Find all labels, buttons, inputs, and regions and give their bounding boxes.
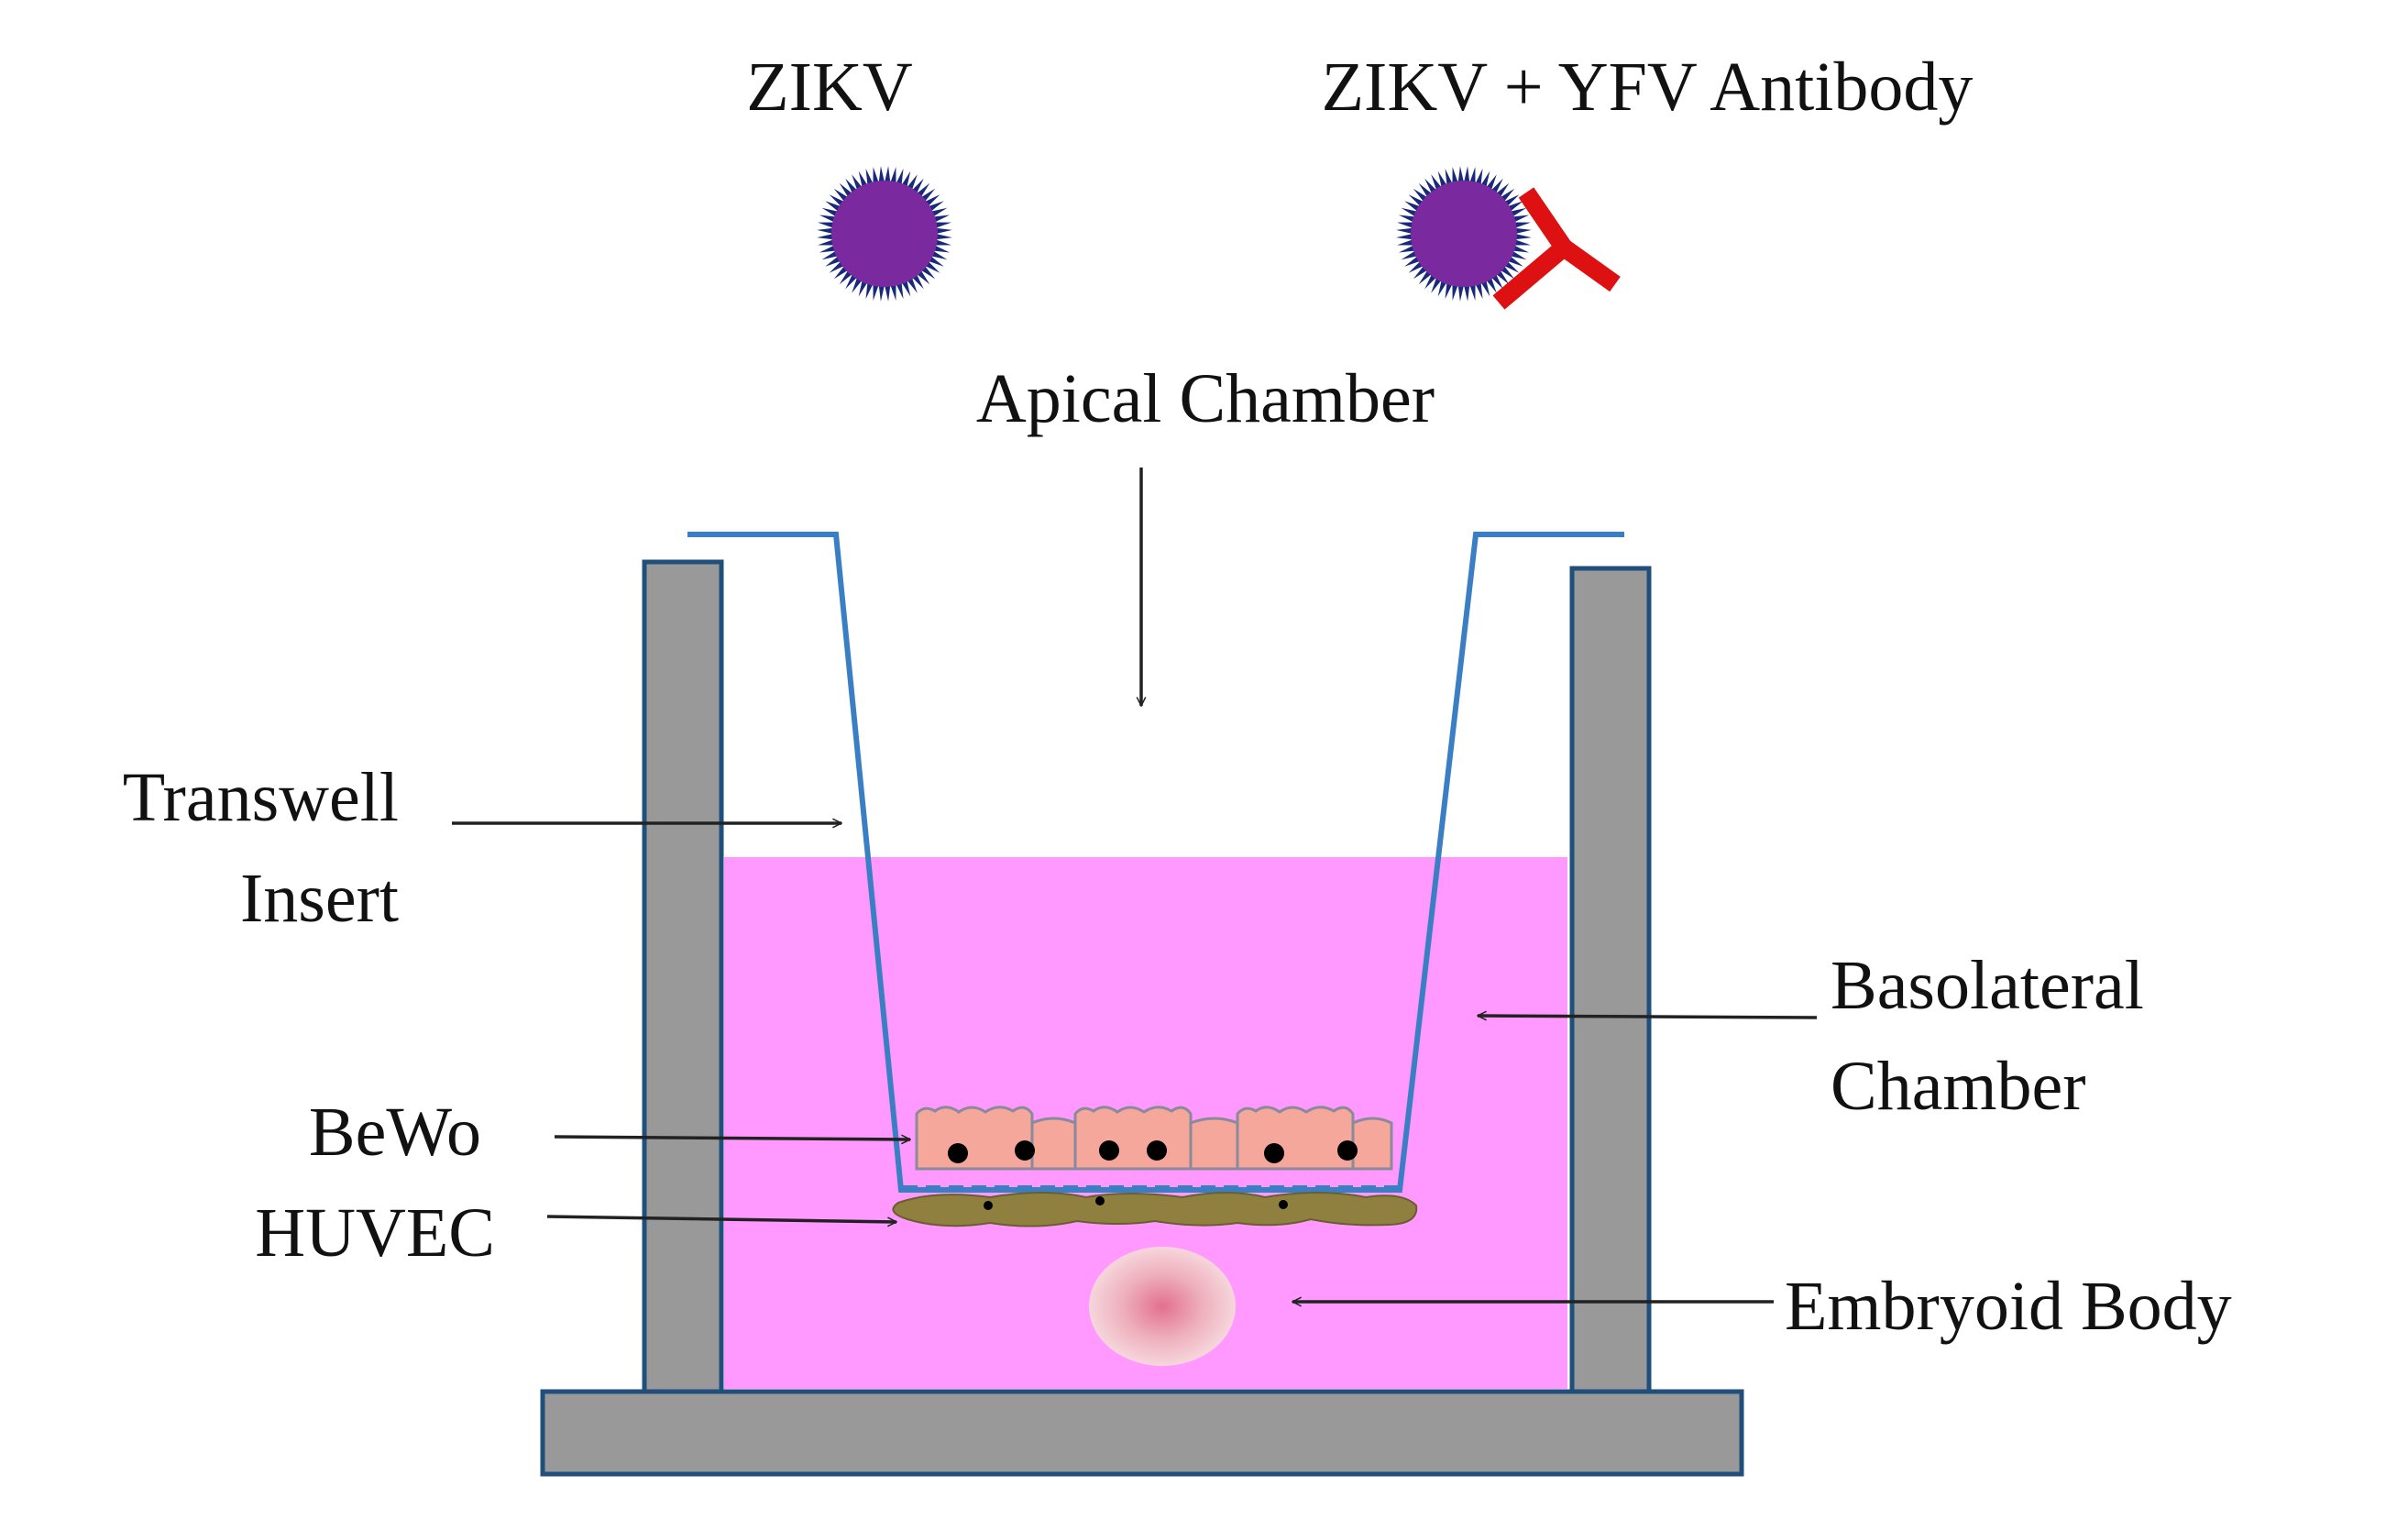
bewo-nucleus <box>1264 1143 1284 1163</box>
transwell-insert <box>687 532 1624 1193</box>
bewo-nucleus <box>1099 1140 1119 1161</box>
bewo-cell <box>1351 1117 1393 1171</box>
apical-chamber-label: Apical Chamber <box>976 360 1435 437</box>
huvec-cell-layer <box>892 1192 1418 1227</box>
bewo-label: BeWo <box>309 1094 481 1171</box>
huvec-cells <box>892 1192 1418 1227</box>
embryoid-body <box>1089 1247 1236 1366</box>
bewo-cell <box>1030 1117 1077 1171</box>
bewo-cell <box>915 1106 1034 1171</box>
well-left-wall <box>642 559 724 1394</box>
huvec-label: HUVEC <box>255 1194 495 1271</box>
bewo-nucleus <box>1147 1140 1167 1161</box>
embryoid-body-label: Embryoid Body <box>1785 1268 2232 1345</box>
bewo-cell <box>1189 1117 1239 1171</box>
well-right-wall <box>1569 566 1652 1396</box>
bewo-nucleus <box>948 1143 968 1163</box>
bewo-nucleus <box>1337 1140 1358 1161</box>
huvec-nucleus <box>1279 1200 1288 1209</box>
bewo-cell <box>1073 1106 1193 1171</box>
huvec-nucleus <box>1095 1196 1105 1205</box>
basolateral-label-line1: Basolateral <box>1831 947 2144 1024</box>
basolateral-chamber-arrow <box>1478 1016 1818 1018</box>
bewo-nucleus <box>1015 1140 1035 1161</box>
transwell-label-line1: Transwell <box>123 759 399 836</box>
well-base <box>540 1389 1744 1477</box>
transwell-label-line2: Insert <box>240 860 399 937</box>
bewo-cell <box>1236 1106 1355 1171</box>
huvec-nucleus <box>984 1201 993 1210</box>
zika-virus-particle-icon <box>817 166 952 302</box>
bewo-cell-layer <box>915 1106 1393 1171</box>
zikv-antibody-label: ZIKV + YFV Antibody <box>1322 49 1974 126</box>
huvec-arrow <box>546 1215 896 1222</box>
zika-virus-with-antibody-icon <box>1396 166 1621 310</box>
bewo-arrow <box>554 1137 910 1139</box>
basolateral-label-line2: Chamber <box>1831 1048 2086 1125</box>
zikv-label: ZIKV <box>746 49 913 126</box>
y-shaped-antibody-icon <box>1492 187 1621 310</box>
